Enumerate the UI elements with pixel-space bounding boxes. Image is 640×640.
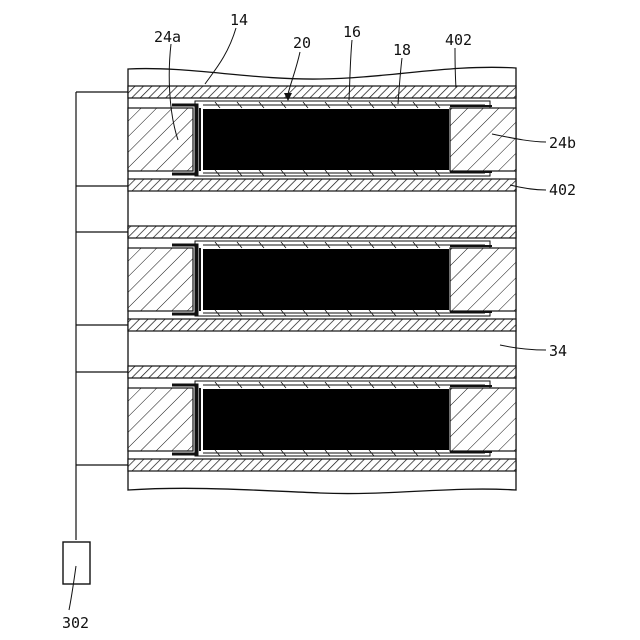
upper-plate-402 xyxy=(128,226,516,238)
core-element xyxy=(203,109,449,170)
device-302-box xyxy=(63,542,90,584)
upper-plate-402 xyxy=(128,366,516,378)
label-24a: 24a xyxy=(154,28,181,46)
terminal-24a xyxy=(128,108,193,171)
terminal-24a xyxy=(128,388,193,451)
terminal-24b xyxy=(450,388,516,451)
lower-plate-402 xyxy=(128,179,516,191)
wiring xyxy=(76,92,128,540)
core-element xyxy=(203,389,449,450)
label-402-top: 402 xyxy=(445,31,472,49)
label-24b: 24b xyxy=(549,134,576,152)
core-element xyxy=(203,249,449,310)
lower-plate-402 xyxy=(128,459,516,471)
label-302: 302 xyxy=(62,614,89,632)
terminal-24b xyxy=(450,248,516,311)
label-16: 16 xyxy=(343,23,361,41)
label-18: 18 xyxy=(393,41,411,59)
terminal-24b xyxy=(450,108,516,171)
terminal-24a xyxy=(128,248,193,311)
label-402-mid: 402 xyxy=(549,181,576,199)
lower-plate-402 xyxy=(128,319,516,331)
label-20: 20 xyxy=(293,34,311,52)
label-14: 14 xyxy=(230,11,248,29)
upper-plate-402 xyxy=(128,86,516,98)
label-34: 34 xyxy=(549,342,567,360)
